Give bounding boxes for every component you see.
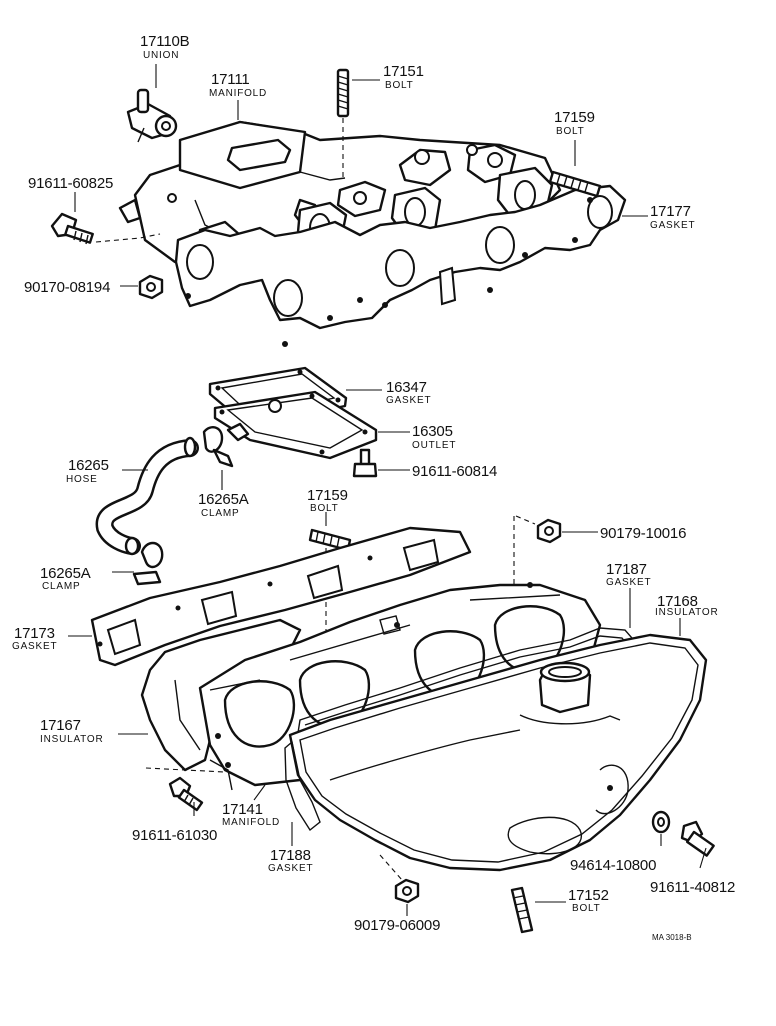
callout-number-gasket-16347: 16347	[386, 379, 427, 396]
callout-name-bolt-17152: BOLT	[572, 903, 601, 914]
callout-number-outlet-16305: 16305	[412, 423, 453, 440]
gasket-17173-part	[90, 526, 472, 667]
callout-number-clamp-upper: 16265A	[198, 491, 249, 508]
callout-name-clamp-lower: CLAMP	[42, 581, 81, 592]
callout-number-insulator-17168: 17168	[657, 593, 698, 610]
callout-number-screw-91611-40812: 91611-40812	[650, 879, 736, 896]
outlet-16305-part	[213, 390, 378, 460]
clamp-upper-part	[202, 426, 234, 468]
callout-number-gasket-17187: 17187	[606, 561, 647, 578]
nut-90170-08194-part	[138, 274, 164, 300]
callout-name-gasket-17173: GASKET	[12, 641, 58, 652]
callout-number-hose-16265: 16265	[68, 457, 109, 474]
hose-16265-part	[95, 436, 199, 556]
callout-name-hose-16265: HOSE	[66, 474, 98, 485]
nut-90179-10016-part	[536, 518, 562, 544]
callout-number-screw-91611-60825: 91611-60825	[28, 175, 114, 192]
callout-number-clamp-lower: 16265A	[40, 565, 91, 582]
bolt-17152-part	[510, 886, 534, 934]
callout-name-gasket-17187: GASKET	[606, 577, 652, 588]
callout-number-washer-94614-10800: 94614-10800	[570, 857, 657, 874]
washer-94614-10800-part	[651, 810, 671, 834]
callout-number-nut-90179-10016: 90179-10016	[600, 525, 687, 542]
callout-name-manifold-upper: MANIFOLD	[209, 88, 268, 99]
callout-name-bolt-17159-mid: BOLT	[310, 503, 339, 514]
callout-number-union: 17110B	[140, 33, 190, 50]
callout-number-insulator-17167: 17167	[40, 717, 81, 734]
screw-91611-60825-part	[50, 212, 94, 245]
screw-91611-60814-part	[352, 448, 378, 478]
callout-number-nut-90179-06009: 90179-06009	[354, 917, 441, 934]
callout-number-nut-90170-08194: 90170-08194	[24, 279, 111, 296]
callout-name-outlet-16305: OUTLET	[412, 440, 457, 451]
callout-number-gasket-17188: 17188	[270, 847, 311, 864]
gasket-17188-part	[284, 740, 321, 832]
callout-name-gasket-17188: GASKET	[268, 863, 314, 874]
union-part	[126, 88, 178, 143]
screw-91611-61030-part	[168, 776, 204, 812]
callout-name-insulator-17167: INSULATOR	[40, 734, 104, 745]
bolt-17159-upper-part	[548, 170, 602, 198]
callout-number-bolt-17151: 17151	[383, 63, 424, 80]
callout-name-gasket-16347: GASKET	[386, 395, 432, 406]
callout-number-manifold-lower: 17141	[222, 801, 263, 818]
callout-name-bolt-17151: BOLT	[385, 80, 414, 91]
callout-number-screw-91611-60814: 91611-60814	[412, 463, 498, 480]
leader-lines	[68, 64, 707, 916]
gasket-17177-part	[174, 184, 627, 347]
screw-91611-40812-part	[680, 820, 715, 857]
callout-number-manifold-upper: 17111	[211, 71, 250, 88]
nut-90179-06009-part	[394, 878, 420, 904]
callout-name-union: UNION	[143, 50, 180, 61]
callout-name-insulator-17168: INSULATOR	[655, 607, 719, 618]
callout-name-manifold-lower: MANIFOLD	[222, 817, 281, 828]
callout-name-clamp-upper: CLAMP	[201, 508, 240, 519]
callout-number-gasket-17177: 17177	[650, 203, 691, 220]
insulator-17168-part	[288, 633, 708, 872]
callout-name-gasket-17177: GASKET	[650, 220, 696, 231]
callout-number-bolt-17152: 17152	[568, 887, 609, 904]
bolt-17151-part	[336, 68, 350, 118]
callout-number-gasket-17173: 17173	[14, 625, 55, 642]
callout-number-bolt-17159-upper: 17159	[554, 109, 595, 126]
callout-number-bolt-17159-mid: 17159	[307, 487, 348, 504]
callout-name-bolt-17159-upper: BOLT	[556, 126, 585, 137]
callout-number-screw-91611-61030: 91611-61030	[132, 827, 218, 844]
footer-code: MA 3018-B	[652, 933, 692, 942]
clamp-lower-part	[132, 541, 164, 586]
